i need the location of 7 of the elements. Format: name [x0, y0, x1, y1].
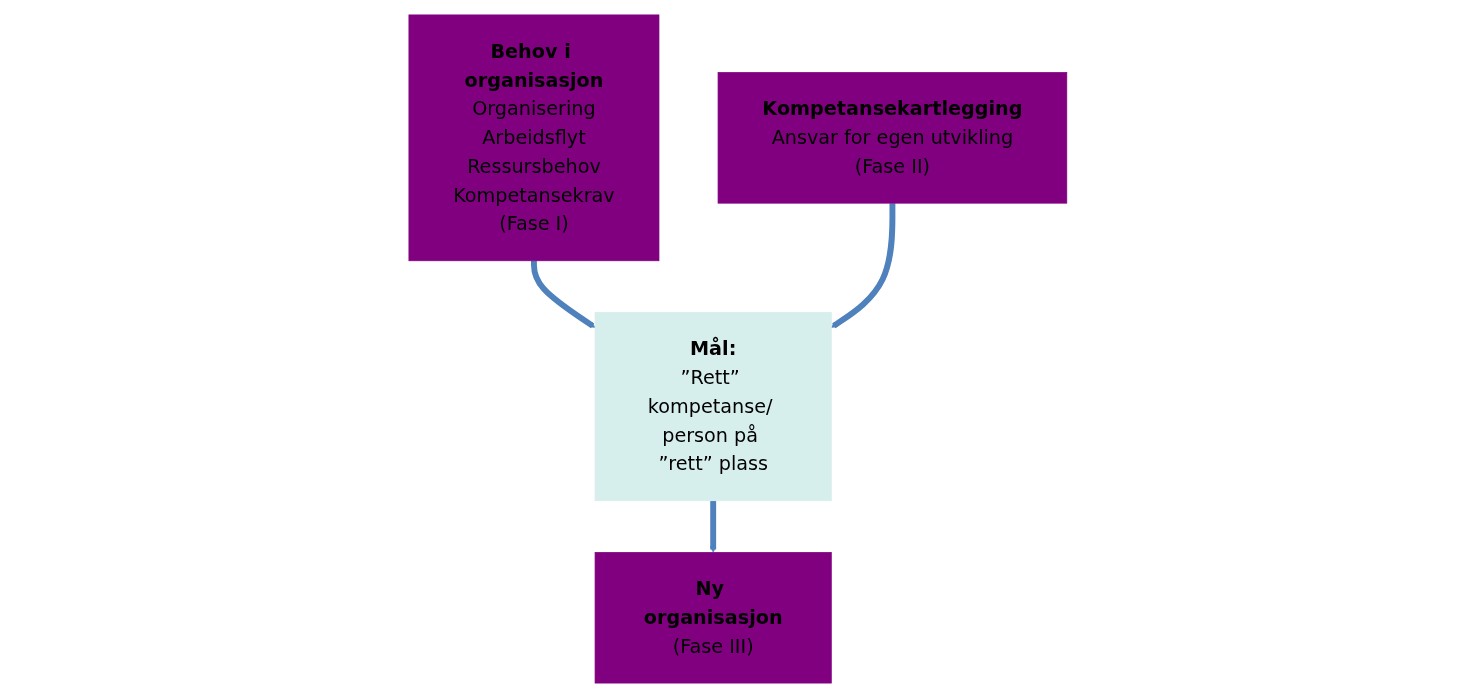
node-box: Kompetansekartlegging Ansvar for egen utvikling (Fase II): [717, 71, 1068, 204]
node-box: Ny organisasjon (Fase III): [594, 551, 832, 683]
arrow: [710, 500, 717, 553]
arrow: [531, 260, 596, 328]
node-box: Mål: ”Rett” kompetanse/ person på ”rett” plass: [594, 311, 832, 501]
arrow: [831, 202, 896, 328]
node-box: Behov i organisasjon Organisering Arbeidsflyt Ressursbehov Kompetansekrav (Fase I): [408, 14, 660, 261]
